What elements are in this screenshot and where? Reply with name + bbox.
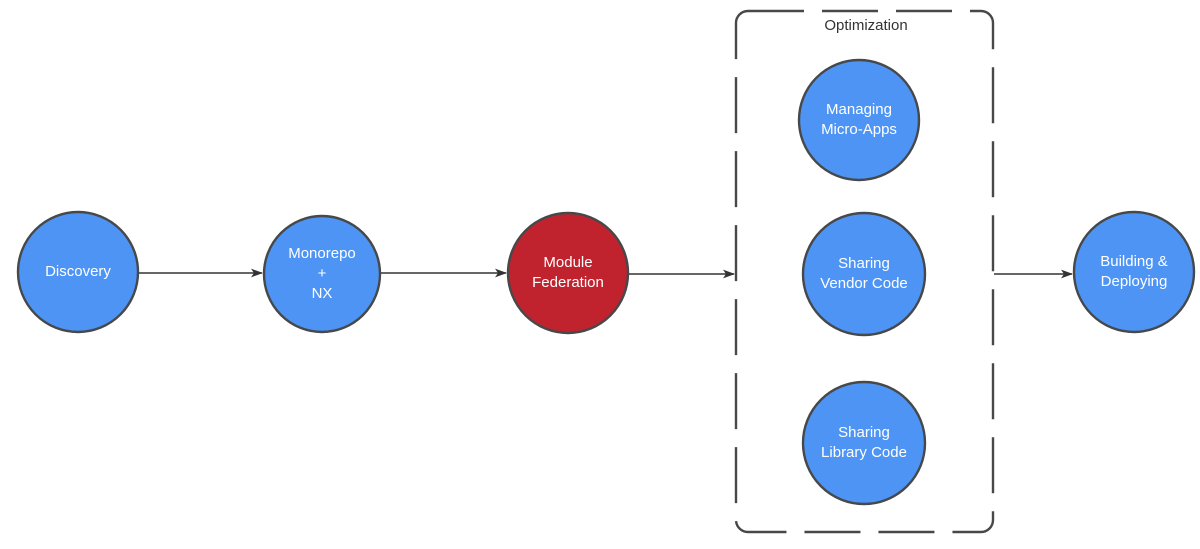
- node-shape-sharing-library-code[interactable]: [801, 380, 927, 506]
- node-shape-monorepo-nx[interactable]: [262, 214, 382, 334]
- group-label-optimization: Optimization: [824, 17, 907, 34]
- node-shape-module-federation[interactable]: [506, 211, 630, 335]
- node-label-managing-micro-apps: Micro-Apps: [821, 121, 897, 138]
- group-border-optimization: [734, 9, 995, 534]
- node-label-managing-micro-apps: Managing: [826, 101, 892, 118]
- node-label-sharing-vendor-code: Vendor Code: [820, 275, 908, 292]
- node-label-discovery: Discovery: [45, 263, 111, 280]
- node-label-monorepo-nx: NX: [312, 285, 333, 302]
- node-shape-managing-micro-apps[interactable]: [797, 58, 921, 182]
- node-label-building-deploying: Building &: [1100, 253, 1168, 270]
- node-shape-building-deploying[interactable]: [1072, 210, 1196, 334]
- node-label-module-federation: Module: [543, 254, 592, 271]
- node-monorepo-nx[interactable]: Monorepo + NX: [262, 214, 382, 334]
- node-label-building-deploying: Deploying: [1101, 273, 1168, 290]
- node-shape-discovery[interactable]: [16, 210, 140, 334]
- node-label-sharing-library-code: Library Code: [821, 444, 907, 461]
- node-label-sharing-library-code: Sharing: [838, 424, 890, 441]
- node-building-deploying[interactable]: Building & Deploying: [1072, 210, 1196, 334]
- group-label-backdrop-optimization: [810, 14, 922, 36]
- node-label-sharing-vendor-code: Sharing: [838, 255, 890, 272]
- node-label-monorepo-nx: Monorepo: [288, 245, 356, 262]
- group-optimization: Optimization: [734, 9, 995, 534]
- node-shape-sharing-vendor-code[interactable]: [801, 211, 927, 337]
- node-label-module-federation: Federation: [532, 274, 604, 291]
- node-discovery[interactable]: Discovery: [16, 210, 140, 334]
- edge-container: [139, 268, 1073, 279]
- group-container: Optimization: [734, 9, 995, 534]
- node-label-monorepo-nx: +: [318, 265, 327, 282]
